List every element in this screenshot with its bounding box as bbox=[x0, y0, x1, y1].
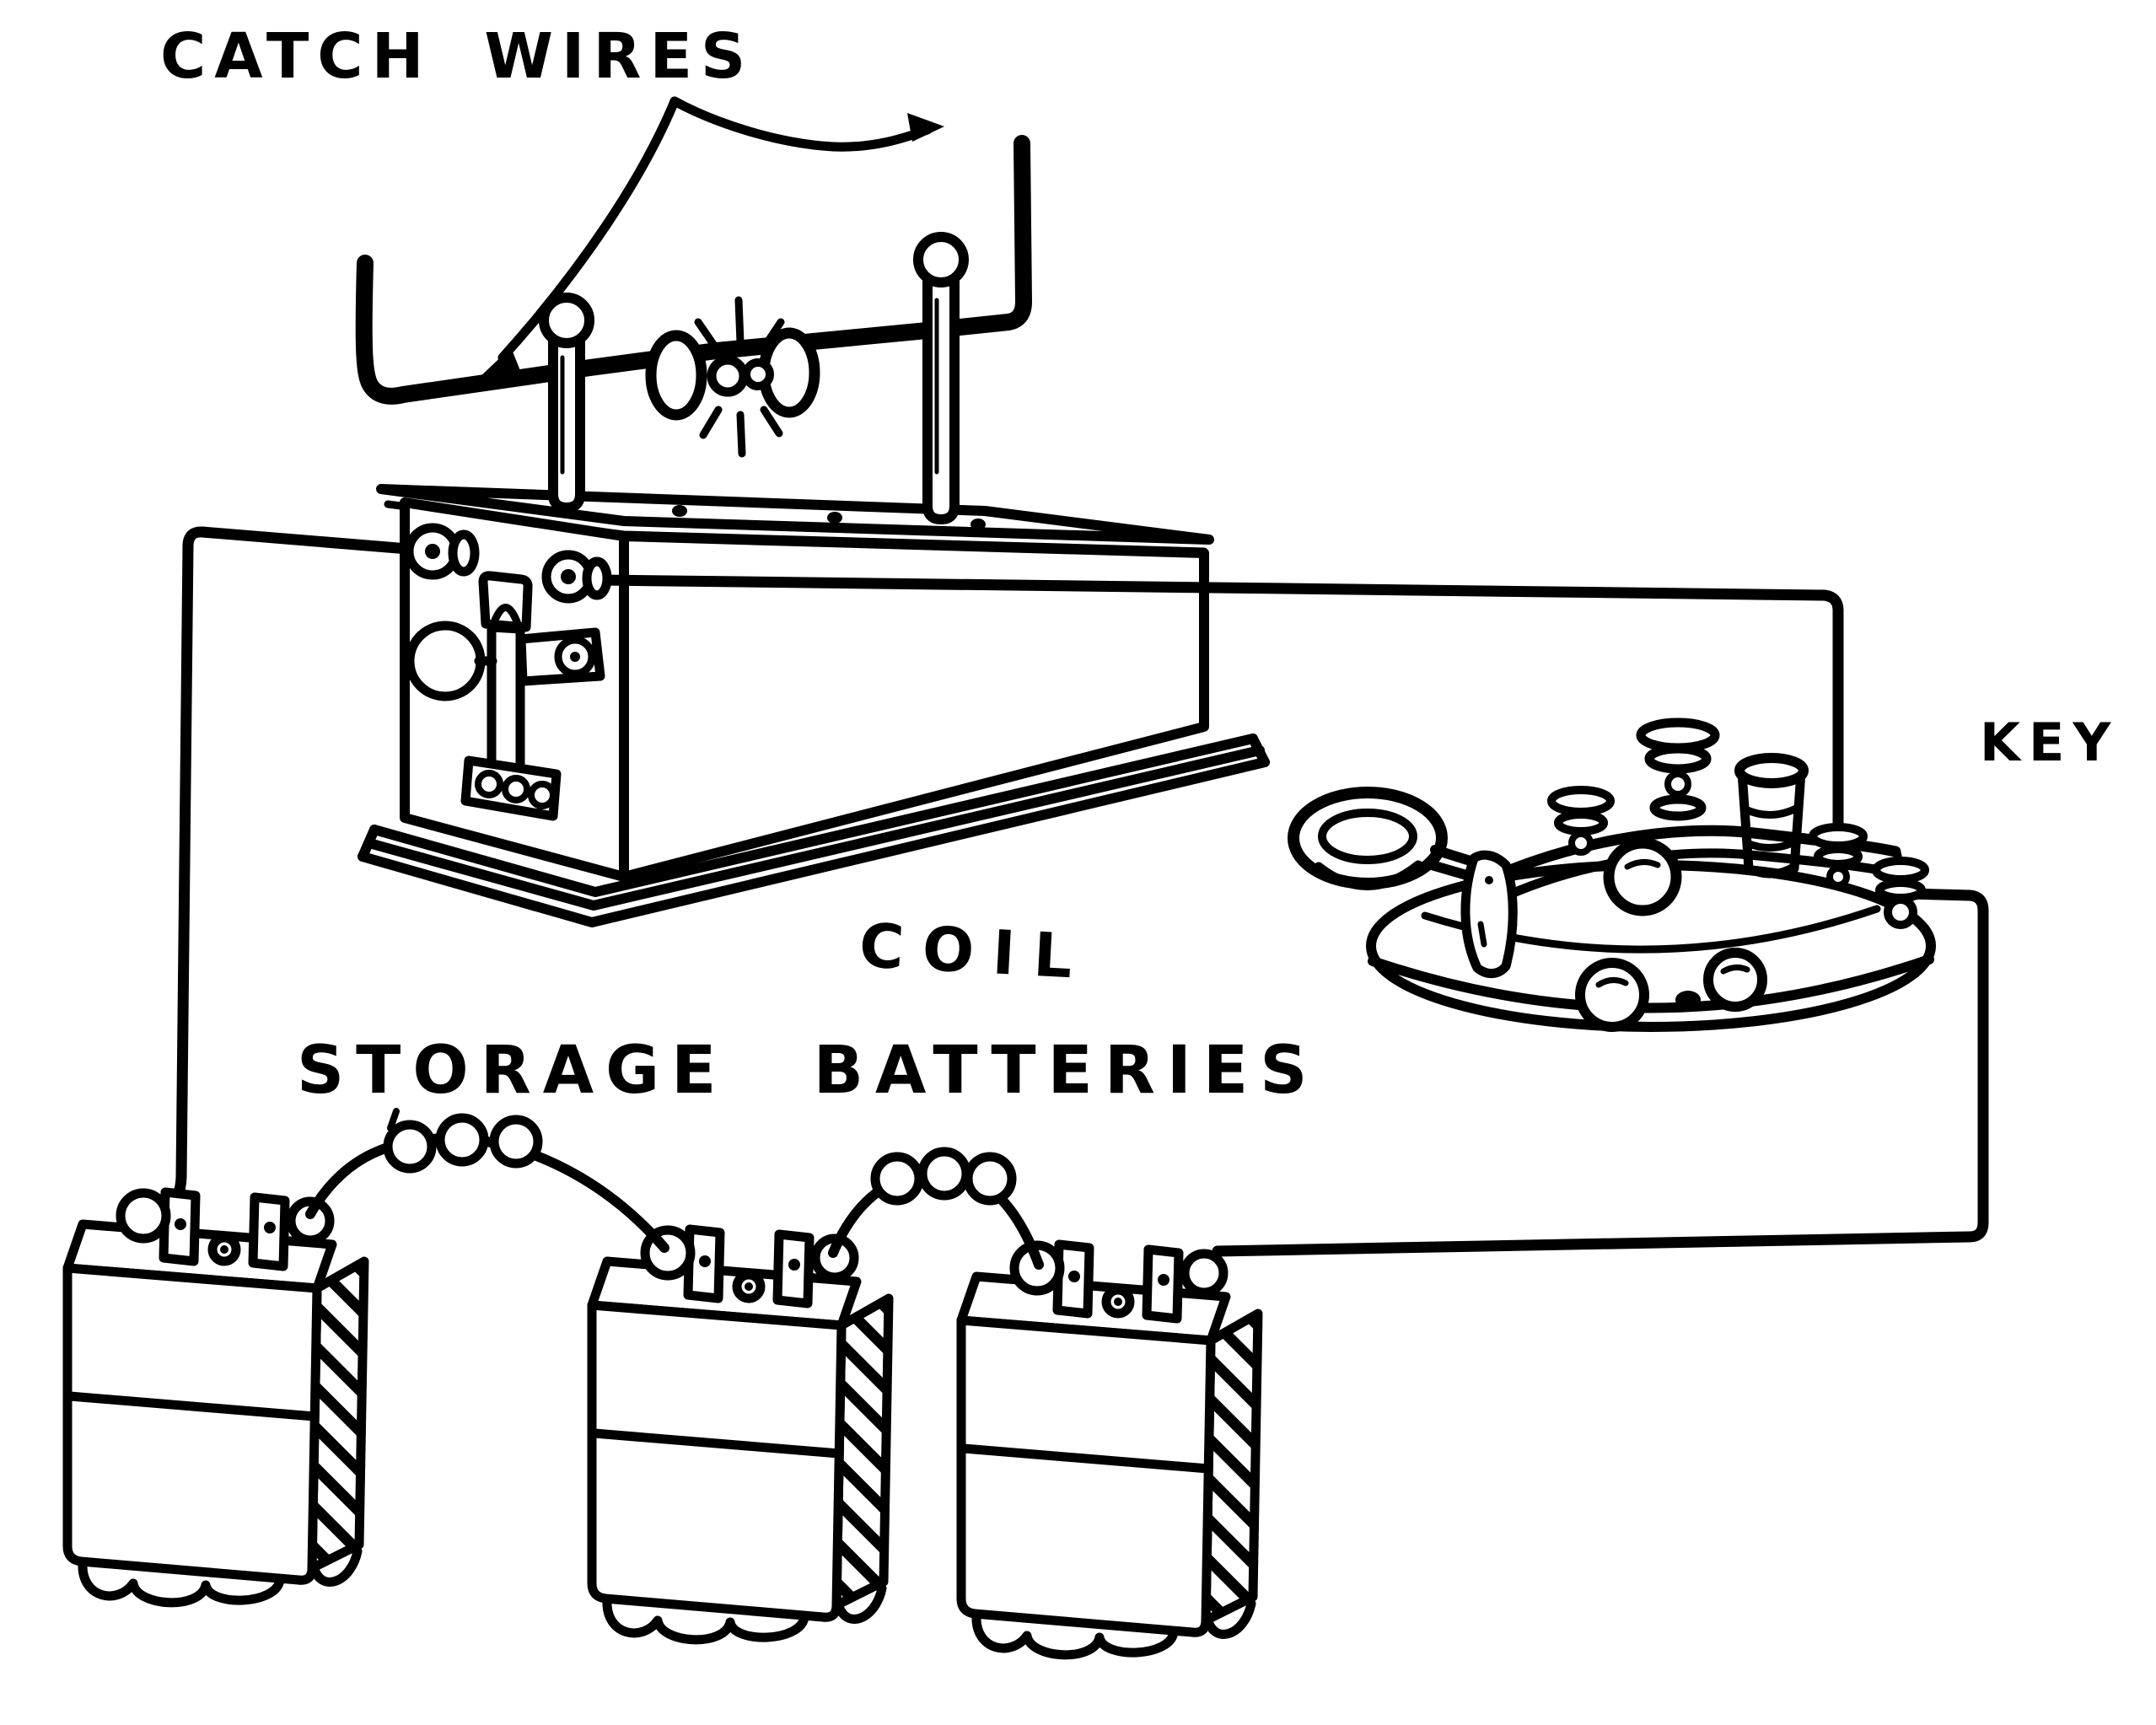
wire-coil-to-key bbox=[598, 574, 1844, 851]
spark-post-left bbox=[548, 334, 585, 513]
key-contact-screw bbox=[1703, 948, 1767, 1012]
jumper-loop bbox=[383, 1120, 437, 1174]
ink-fleck bbox=[387, 1108, 400, 1131]
spark-posts bbox=[539, 232, 969, 524]
catch-wires-arrows bbox=[477, 96, 944, 379]
key-knob-skirt bbox=[1314, 860, 1423, 890]
arrow-left-shaft bbox=[497, 96, 680, 363]
battery-jumper-wire-1 bbox=[305, 1113, 669, 1253]
key-base-screw bbox=[1675, 991, 1701, 1009]
spark-post-left-ball bbox=[539, 293, 594, 348]
spark-gap bbox=[645, 296, 820, 458]
key-output-post bbox=[1872, 857, 1929, 929]
spark-post-right-ball bbox=[913, 232, 969, 288]
arrow-left-head bbox=[477, 347, 521, 379]
wire-key-to-battery bbox=[1212, 888, 1989, 1257]
key-front-support bbox=[1460, 850, 1518, 978]
coil-base-molding bbox=[358, 734, 1270, 927]
spark-post-right bbox=[922, 275, 960, 524]
key-front-contact-highlight bbox=[1595, 977, 1629, 988]
coil-binding-posts bbox=[404, 523, 612, 604]
key-wire-post bbox=[1809, 823, 1868, 889]
coil-top-screw bbox=[827, 512, 842, 524]
spark-ball-left bbox=[707, 355, 749, 397]
key-bearing-highlight bbox=[1624, 859, 1661, 870]
key-rear-post bbox=[1734, 753, 1809, 879]
wire-coil-to-battery bbox=[154, 526, 424, 1218]
interrupter-armature-tip bbox=[490, 604, 522, 628]
jumper-loop bbox=[870, 1152, 924, 1206]
coil-top-face bbox=[376, 484, 1214, 545]
key-trunnion-bearing bbox=[1603, 837, 1682, 916]
jumper-loop bbox=[435, 1113, 489, 1167]
binding-post-right-dot bbox=[561, 569, 576, 584]
telegraph-key bbox=[1288, 717, 1936, 1032]
antenna-rod-core bbox=[361, 140, 1027, 400]
interrupter-base-screw bbox=[475, 770, 503, 798]
jumper-loop bbox=[917, 1147, 971, 1201]
storage-battery-1 bbox=[67, 1192, 364, 1603]
coil-top-screw bbox=[970, 519, 986, 530]
coil-right-face bbox=[619, 531, 1209, 882]
binding-post-left-nut bbox=[448, 529, 480, 577]
storage-battery-3 bbox=[961, 1244, 1258, 1655]
key-support-mark bbox=[1477, 921, 1487, 948]
jumper-loop bbox=[963, 1152, 1017, 1206]
binding-post-left-dot bbox=[425, 544, 440, 559]
key-base-rim bbox=[1368, 954, 1934, 1013]
interrupter-contact-dot bbox=[570, 652, 580, 662]
interrupter-base-screw bbox=[528, 781, 556, 809]
label-storage-batteries: STORAGE BATTERIES bbox=[297, 1033, 1319, 1109]
battery-jumper-wire-2 bbox=[828, 1147, 1044, 1270]
catch-wires-antenna bbox=[355, 135, 1032, 405]
interrupter-top-bracket bbox=[478, 571, 533, 632]
arrow-right-head bbox=[907, 113, 944, 142]
key-support-pin bbox=[1485, 876, 1493, 884]
coil-interrupter bbox=[405, 571, 605, 821]
label-coil: COIL bbox=[858, 910, 1093, 992]
key-knob-inner bbox=[1318, 809, 1417, 864]
label-key: KEY bbox=[1980, 712, 2119, 773]
label-catch-wires: CATCH WIRES bbox=[160, 20, 754, 93]
interrupter-hammer-disc bbox=[405, 621, 486, 701]
interrupter-base-screw bbox=[502, 775, 530, 803]
coil-top-screw bbox=[672, 505, 687, 517]
key-contact-highlight bbox=[1720, 964, 1750, 975]
key-thumbscrew-1 bbox=[1547, 786, 1615, 856]
key-thumbscrew-2 bbox=[1636, 717, 1720, 821]
spark-disc-left bbox=[645, 330, 707, 421]
induction-coil bbox=[358, 484, 1270, 927]
binding-post-right-nut bbox=[582, 556, 612, 600]
storage-battery-2 bbox=[592, 1229, 889, 1640]
key-front-contact bbox=[1575, 958, 1649, 1032]
spark-ball-right bbox=[742, 358, 774, 390]
jumper-loop bbox=[489, 1115, 543, 1169]
arrow-right-shaft bbox=[669, 96, 933, 152]
